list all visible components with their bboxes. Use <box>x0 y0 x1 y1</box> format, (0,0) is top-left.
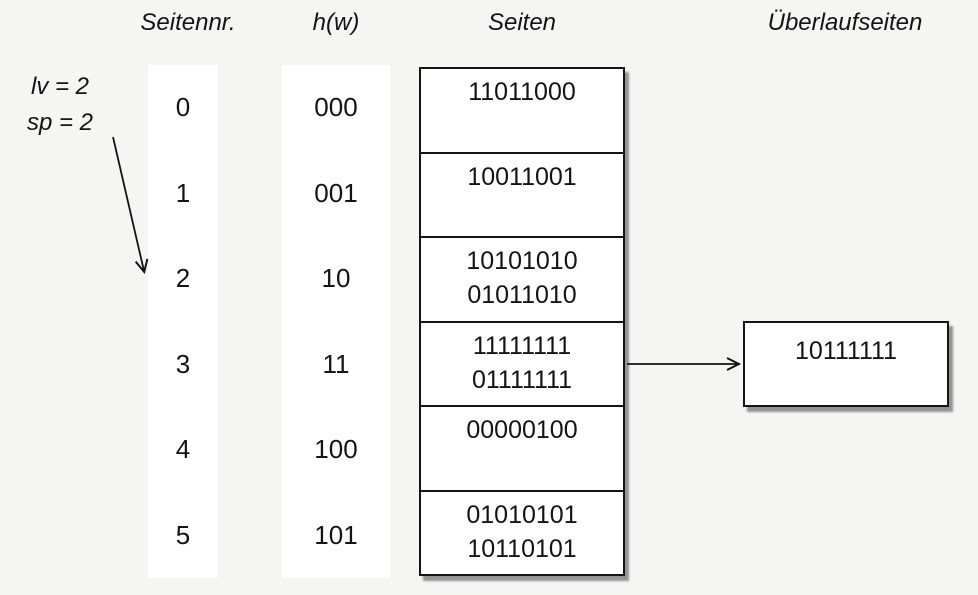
record-line: 00000100 <box>466 416 578 444</box>
record-line: 11011000 <box>468 78 576 106</box>
split-pointer-arrow-icon <box>112 136 149 275</box>
record-line: 10110101 <box>467 534 577 563</box>
hash-value-cell: 001 <box>314 177 358 208</box>
page-number-cell: 2 <box>175 263 191 294</box>
page-number-cell: 0 <box>175 92 191 123</box>
page-number-column: 0 1 2 3 4 5 <box>148 65 218 578</box>
overflow-record: 10111111 <box>795 337 897 365</box>
record-line: 01010101 <box>466 500 578 529</box>
hash-value-cell: 11 <box>322 348 350 379</box>
annotation-lv: lv = 2 <box>30 73 90 100</box>
hash-value-cell: 10 <box>321 263 351 294</box>
state-annotation: lv = 2 sp = 2 <box>6 69 114 141</box>
page-number-cell: 4 <box>175 434 191 465</box>
hash-value-cell: 101 <box>314 519 358 550</box>
page-cell: 11011000 <box>421 69 623 154</box>
record-line: 11111111 <box>472 331 572 360</box>
page-number-cell: 3 <box>175 348 191 379</box>
page-cell: 01010101 10110101 <box>421 492 623 575</box>
hash-value-cell: 000 <box>314 92 358 123</box>
header-pages: Seiten <box>487 9 557 36</box>
record-line: 01011010 <box>467 281 577 309</box>
pages-table: 11011000 10011001 10101010 01011010 1111… <box>419 67 625 576</box>
hash-value-column: 000 001 10 11 100 101 <box>282 65 390 578</box>
header-overflow-pages: Überlaufseiten <box>767 9 923 36</box>
record-line: 10101010 <box>466 247 578 275</box>
page-number-cell: 5 <box>175 519 191 550</box>
hash-value-cell: 100 <box>314 434 358 465</box>
page-cell: 10101010 01011010 <box>421 238 623 323</box>
header-hash-function: h(w) <box>312 9 360 36</box>
record-line: 01111111 <box>471 365 573 394</box>
page-cell: 00000100 <box>421 407 623 492</box>
page-cell: 11111111 01111111 <box>421 323 623 407</box>
record-line: 10011001 <box>467 162 577 191</box>
overflow-page-box: 10111111 <box>743 321 949 407</box>
annotation-sp: sp = 2 <box>26 109 94 136</box>
page-cell: 10011001 <box>421 154 623 238</box>
page-number-cell: 1 <box>175 177 191 208</box>
header-page-number: Seitennr. <box>140 9 236 36</box>
